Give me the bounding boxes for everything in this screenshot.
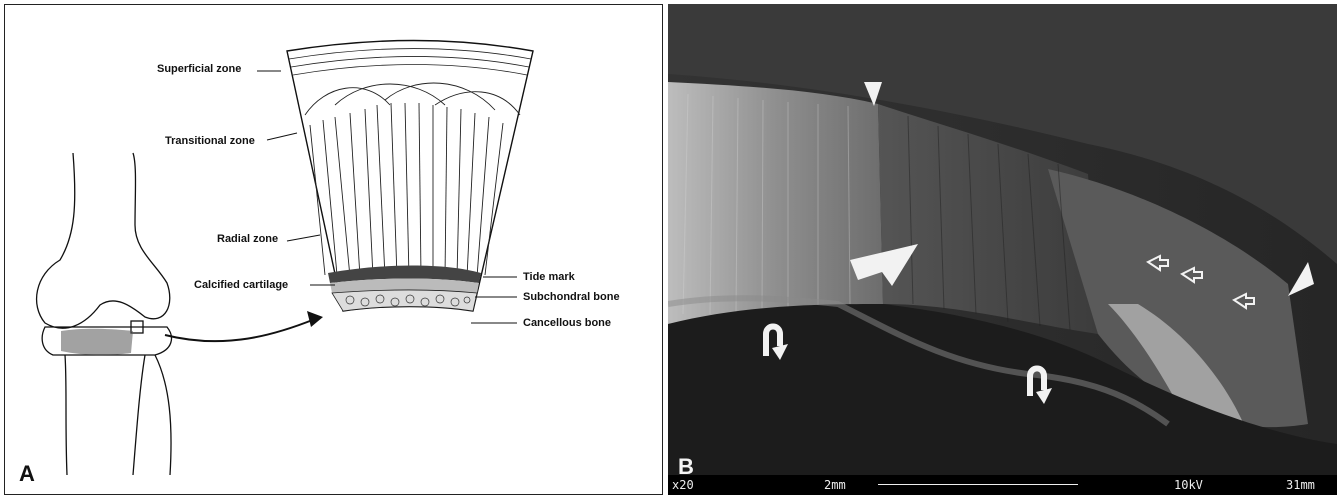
label-calcified-cartilage: Calcified cartilage (194, 279, 288, 291)
tibia-bone-texture (61, 329, 133, 355)
knee-joint-drawing (37, 153, 172, 475)
cartilage-section (287, 41, 533, 312)
working-distance-readout: 31mm (1286, 478, 1315, 492)
scale-bar-line (878, 484, 1078, 485)
panel-letter-a: A (19, 461, 35, 487)
label-transitional-zone: Transitional zone (165, 135, 255, 147)
label-tide-mark: Tide mark (523, 271, 575, 283)
cartilage-zone-illustration (5, 5, 663, 495)
sem-scale-bar: x20 2mm 10kV 31mm (668, 475, 1337, 495)
label-cancellous-bone: Cancellous bone (523, 317, 611, 329)
voltage-readout: 10kV (1174, 478, 1203, 492)
label-radial-zone: Radial zone (217, 233, 278, 245)
zoom-arrow (165, 319, 315, 341)
scale-length-readout: 2mm (824, 478, 846, 492)
label-subchondral-bone: Subchondral bone (523, 291, 620, 303)
sem-image (668, 4, 1337, 495)
panel-b-sem-micrograph: B x20 2mm 10kV 31mm (668, 4, 1337, 495)
panel-a-cartilage-diagram: Superficial zone Transitional zone Radia… (4, 4, 663, 495)
magnification-readout: x20 (672, 478, 694, 492)
label-superficial-zone: Superficial zone (157, 63, 241, 75)
